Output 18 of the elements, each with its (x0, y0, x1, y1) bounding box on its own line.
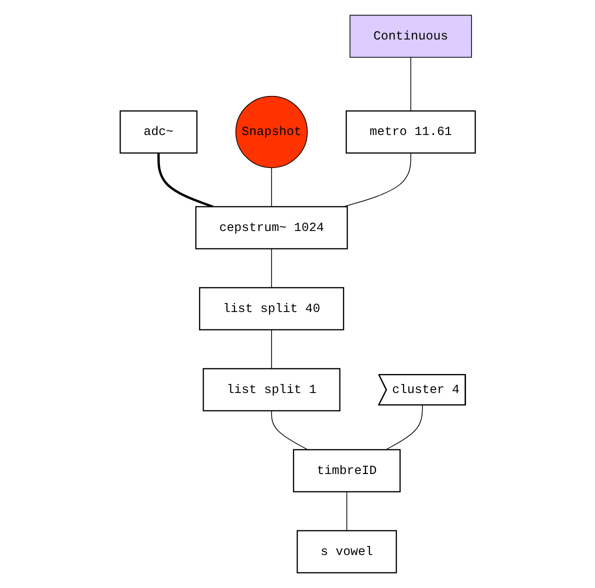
connector (385, 404, 423, 450)
node-box (345, 110, 476, 154)
node-box (195, 206, 348, 250)
node-box (119, 110, 198, 154)
node-box (202, 368, 340, 412)
connector (270, 410, 308, 450)
patch-diagram: adc~ Snapshot Continuous metro 11.61 cepstrum~ 1024 list split 40 list split 1 cluster 4 timbreID s vowel (114, 9, 482, 579)
connector (410, 56, 411, 112)
connector (157, 153, 214, 208)
connector (270, 248, 272, 288)
node-circle (235, 96, 308, 168)
connector (270, 167, 272, 208)
connector (346, 491, 347, 532)
node-box (296, 530, 397, 574)
node-box (198, 287, 344, 330)
node-box (292, 449, 400, 492)
connector (270, 329, 272, 370)
node-box (349, 14, 472, 58)
